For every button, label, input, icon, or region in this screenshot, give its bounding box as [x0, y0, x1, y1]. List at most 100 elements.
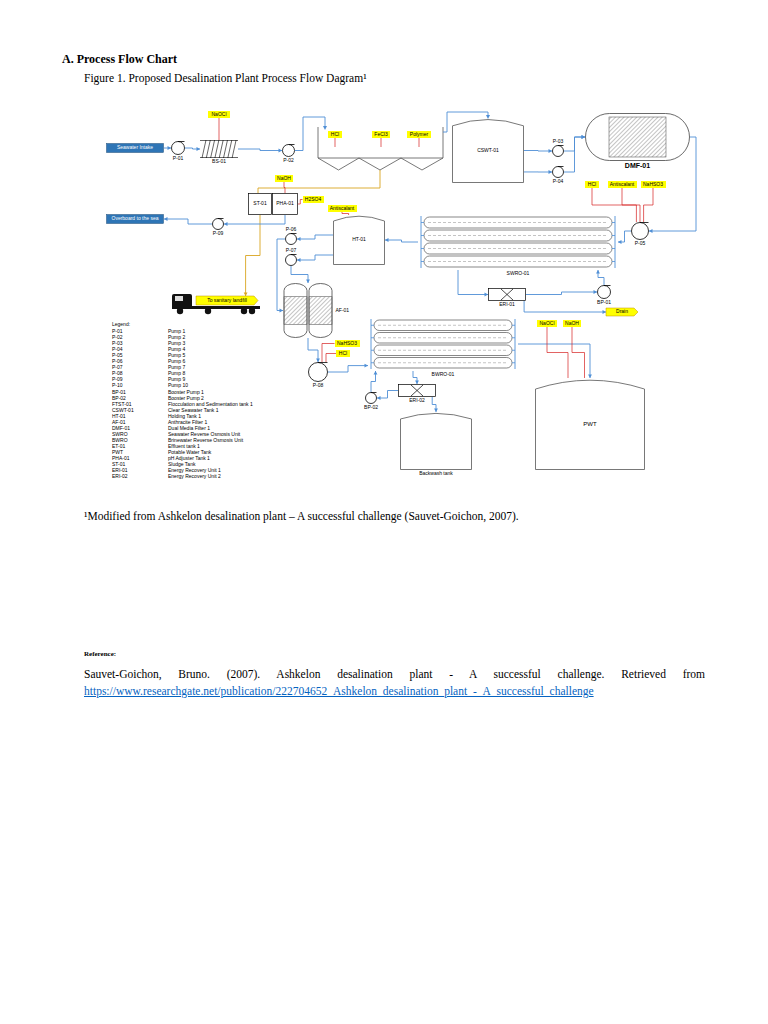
arrow-head	[649, 229, 653, 233]
node-label: PHA-01	[276, 201, 294, 207]
arrow-head	[596, 270, 600, 274]
membrane-unit-outline	[368, 317, 518, 371]
node-label: P-01	[172, 156, 184, 162]
energy-recovery-unit: ERI-01	[488, 288, 526, 301]
arrow-head	[549, 170, 553, 174]
node-label: H2SO4	[305, 197, 321, 203]
node-label: HCl	[331, 132, 339, 138]
pipe-line	[328, 364, 368, 372]
figure-caption: Figure 1. Proposed Desalination Plant Pr…	[84, 72, 367, 84]
pipe-line	[518, 344, 592, 378]
connector-path	[622, 188, 640, 222]
arrow-head	[582, 135, 586, 139]
pipe-line	[524, 149, 552, 153]
node-label: ERI-02	[409, 398, 426, 404]
pump-symbol-outline	[552, 145, 564, 157]
dosing-line	[219, 118, 220, 140]
legend-meaning: Pump 10	[168, 383, 188, 389]
connector-path	[572, 327, 585, 378]
dosing-line	[322, 344, 335, 363]
node-label: CSWT-01	[477, 148, 499, 154]
legend-meaning: Flocculation and Sedimentation tank 1	[168, 402, 253, 408]
pipe-line	[618, 231, 631, 244]
arrow-head	[415, 381, 419, 385]
chemical-tag: Antiscalant	[328, 205, 357, 212]
legend-meaning: Energy Recovery Unit 2	[168, 474, 221, 480]
reference-link: https://www.researchgate.net/publication…	[84, 685, 594, 697]
pump-symbol: P-09	[212, 218, 224, 230]
sludge-pipe	[258, 170, 380, 193]
legend-code: CSWT-01	[112, 408, 134, 414]
section-heading: A. Process Flow Chart	[62, 52, 177, 67]
pipe-line	[458, 270, 488, 296]
legend-code: AF-01	[112, 420, 126, 426]
chemical-tag: NaOCl	[208, 111, 230, 118]
connector-path	[526, 292, 597, 295]
arrow-tag: Drain	[606, 308, 638, 316]
terminal-box: Seawater Intake	[106, 143, 164, 153]
legend-meaning: Booster Pump 1	[168, 390, 204, 396]
node-label: BP-01	[597, 300, 612, 306]
arrow-head	[485, 293, 489, 297]
arrow-head	[316, 359, 320, 363]
legend-code: ST-01	[112, 462, 125, 468]
legend-meaning: Anthracite Filter 1	[168, 420, 207, 426]
connector-path	[219, 118, 220, 140]
legend-meaning: Clear Seawater Tank 1	[168, 408, 219, 414]
pipe-line	[596, 270, 604, 285]
pipe-line	[385, 238, 418, 242]
storage-tank: HT-01	[333, 215, 385, 265]
connector-path	[342, 212, 349, 215]
arrow-head	[374, 371, 378, 375]
arrow-head	[164, 217, 168, 221]
legend-code: ET-01	[112, 444, 125, 450]
legend-meaning: Energy Recovery Unit 1	[168, 468, 221, 474]
pump-symbol: P-07	[285, 254, 297, 266]
legend-code: PHA-01	[112, 456, 130, 462]
pipe-line	[185, 147, 200, 151]
node-label: HCl	[588, 182, 596, 188]
legend-meaning: Effluent tank 1	[168, 444, 200, 450]
node-label: SWRO-01	[506, 271, 530, 277]
membrane-unit-outline	[418, 214, 618, 270]
legend-meaning: Holding Tank 1	[168, 414, 201, 420]
legend-code: P-09	[112, 377, 123, 383]
node-label: Antiscalant	[610, 182, 634, 188]
pump-symbol: P-06	[285, 233, 297, 245]
anthracite-filter: AF-01	[283, 283, 333, 338]
dosing-line	[284, 182, 285, 193]
legend-meaning: Pump 4	[168, 347, 185, 353]
node-label: BP-02	[364, 405, 379, 411]
dosing-line	[298, 200, 303, 205]
arrow-head	[618, 240, 622, 244]
node-label: NaOH	[565, 321, 579, 327]
pump-symbol-outline	[308, 362, 328, 382]
pipe-line	[432, 397, 438, 412]
pump-symbol: P-03	[552, 145, 564, 157]
pump-symbol-outline	[365, 392, 377, 404]
node-label: Drain	[616, 309, 628, 315]
chemical-tag: NaOH	[275, 175, 293, 182]
chemical-tag: HCl	[585, 181, 599, 188]
dosing-line	[644, 188, 653, 222]
chemical-tag: Polymer	[407, 131, 431, 138]
pump-symbol-outline	[597, 285, 611, 299]
pipe-line	[524, 301, 606, 314]
pipe-line	[413, 371, 419, 384]
connector-path	[238, 149, 282, 151]
node-label: Polymer	[410, 132, 428, 138]
pump-symbol-outline	[285, 254, 297, 266]
node-label: PWT	[583, 421, 596, 428]
node-label: NaOH	[277, 176, 291, 182]
node-label: FeCl3	[374, 132, 387, 138]
legend-meaning: Pump 9	[168, 377, 185, 383]
arrow-head	[486, 115, 490, 119]
node-label: ST-01	[253, 201, 266, 207]
arrow-head	[434, 409, 438, 413]
legend-code: PWT	[112, 450, 123, 456]
bar-screen-outline	[200, 140, 238, 158]
connector-path	[524, 301, 606, 312]
arrow-head	[588, 375, 592, 379]
connector-path	[297, 255, 333, 260]
pump-symbol: BP-01	[597, 285, 611, 299]
